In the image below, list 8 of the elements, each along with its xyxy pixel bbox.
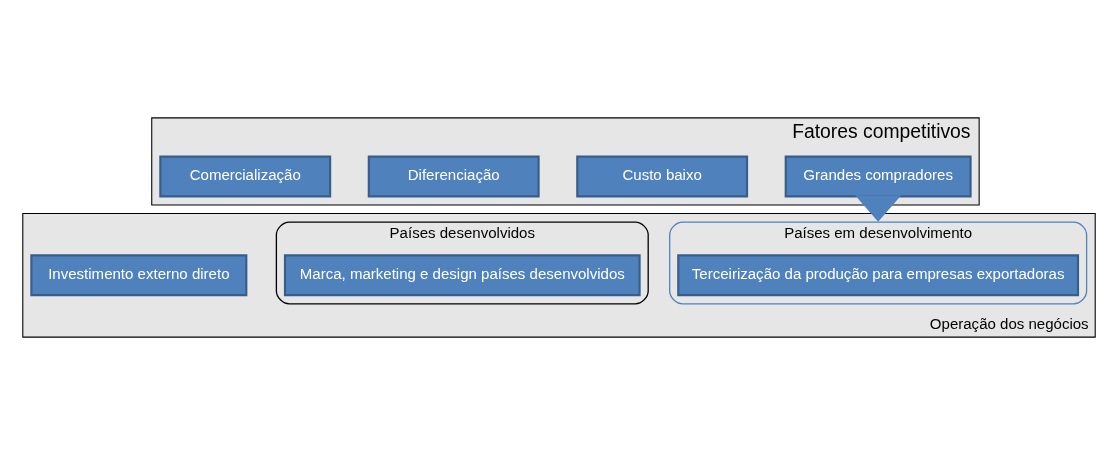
node-box: Diferenciação: [367, 155, 540, 198]
node-box: Custo baixo: [576, 155, 749, 198]
node-box: Marca, marketing e design países desenvolvidos: [283, 254, 641, 297]
node-box: Investimento externo direto: [30, 254, 248, 297]
node-box: Terceirização da produção para empresas exportadoras: [677, 254, 1080, 297]
arrow: [855, 195, 902, 222]
node-box: Comercialização: [159, 155, 332, 198]
node-box: Grandes compradores: [784, 155, 972, 198]
